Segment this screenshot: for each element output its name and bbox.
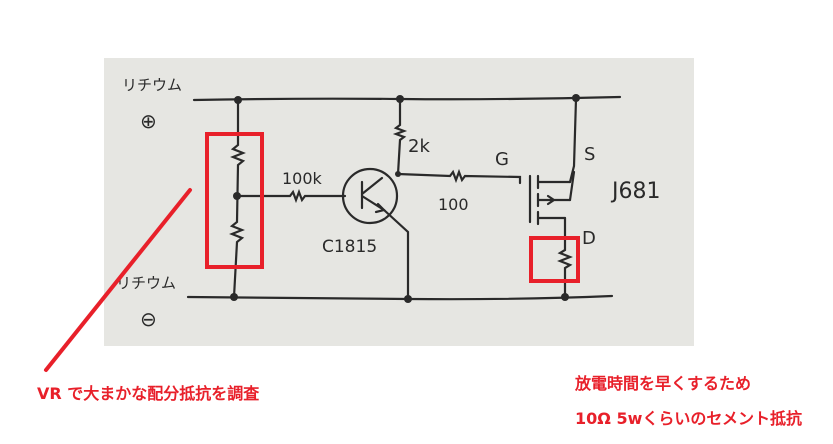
transistor-body <box>360 176 387 214</box>
divider-highlight-box <box>205 132 264 269</box>
r-collector-label: 2k <box>408 136 430 157</box>
minus-symbol: ⊖ <box>140 307 157 331</box>
r-base-label: 100k <box>282 169 323 188</box>
mosfet-j681 <box>528 174 572 226</box>
battery-minus-label: リチウム <box>116 274 176 292</box>
drain-wire <box>557 216 573 299</box>
drain-label: D <box>582 228 596 249</box>
cement-resistor-annotation-line1: 放電時間を早くするため <box>575 374 752 393</box>
gate-wire <box>396 168 522 185</box>
r-gate-label: 100 <box>438 195 469 214</box>
transistor-label: C1815 <box>322 237 377 257</box>
mosfet-label: J681 <box>610 179 660 204</box>
transistor-c1815 <box>341 167 399 225</box>
divider-annotation: VR で大まかな配分抵抗を調査 <box>37 384 260 403</box>
plus-symbol: ⊕ <box>140 109 157 133</box>
cement-resistor-highlight-box <box>529 236 580 283</box>
collector-wire <box>392 97 408 176</box>
source-label: S <box>584 144 595 165</box>
source-wire <box>568 97 578 202</box>
positive-rail <box>192 95 622 102</box>
base-wire <box>235 188 347 204</box>
cement-resistor-annotation-line2: 10Ω 5wくらいのセメント抵抗 <box>575 409 803 428</box>
negative-rail <box>186 294 614 301</box>
gate-label: G <box>495 149 509 170</box>
annotation-pointer-line <box>44 188 192 372</box>
emitter-wire <box>382 208 410 301</box>
battery-plus-label: リチウム <box>122 76 182 94</box>
